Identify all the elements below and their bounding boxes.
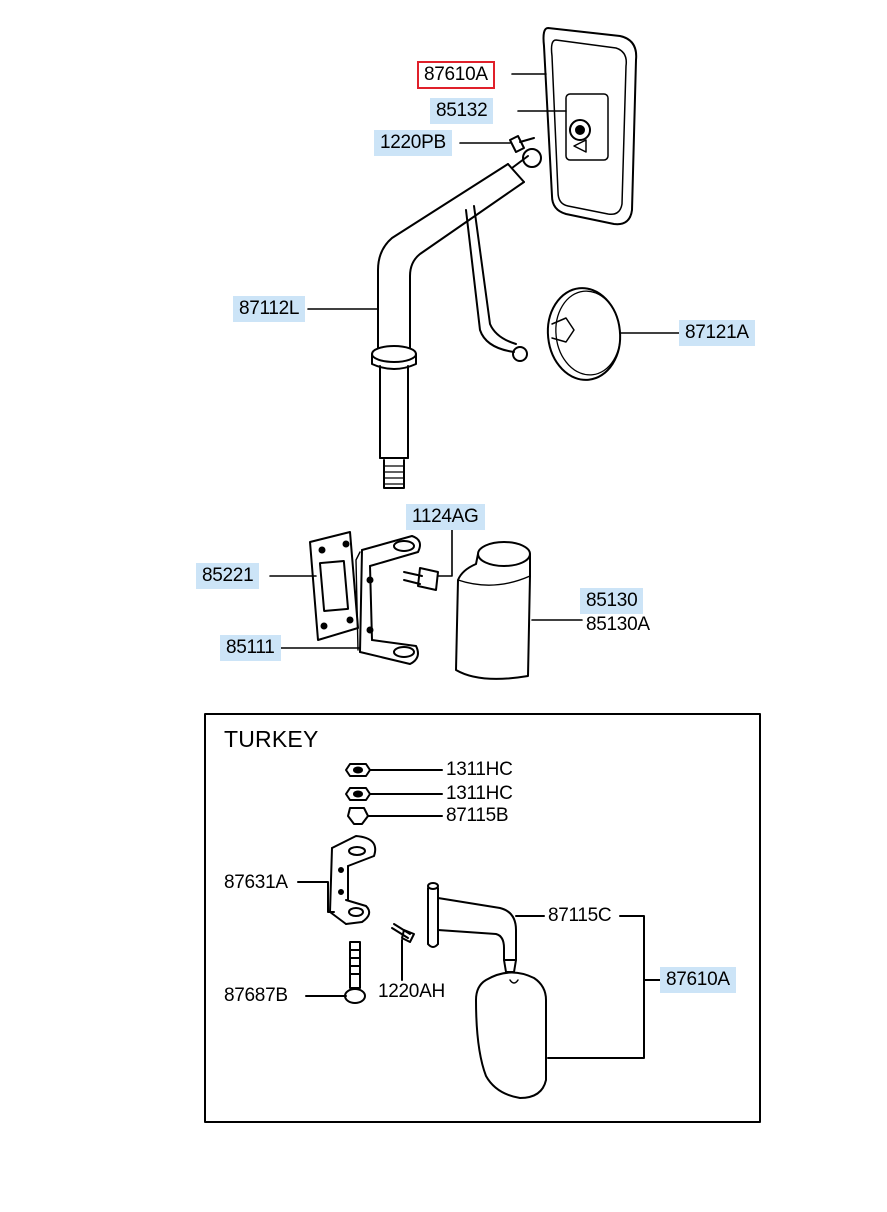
part-label-87115B[interactable]: 87115B <box>446 805 509 826</box>
part-label-87610A-top[interactable]: 87610A <box>417 61 495 89</box>
panel-title: TURKEY <box>224 726 319 752</box>
part-label-1124AG[interactable]: 1124AG <box>406 504 485 530</box>
cover-85130-drawing <box>455 541 531 680</box>
part-label-85111[interactable]: 85111 <box>220 635 281 661</box>
round-mirror-drawing <box>546 287 622 381</box>
part-label-87687B[interactable]: 87687B <box>224 985 288 1006</box>
bolt-1124AG-drawing <box>403 567 439 591</box>
part-label-1311HC-2[interactable]: 1311HC <box>446 783 513 804</box>
mirror-head-drawing <box>542 27 638 226</box>
bracket-85111-drawing <box>355 535 421 665</box>
part-label-1220PB[interactable]: 1220PB <box>374 130 452 156</box>
turkey-panel-frame <box>204 713 761 1123</box>
part-label-87610A-bottom[interactable]: 87610A <box>660 967 736 993</box>
part-label-87112L[interactable]: 87112L <box>233 296 306 322</box>
turkey-parts-drawing <box>329 763 547 1099</box>
leader-lines-panel <box>297 769 661 1059</box>
bolt-1220PB-drawing <box>509 135 535 153</box>
part-label-85130A[interactable]: 85130A <box>586 614 650 635</box>
part-label-1311HC-1[interactable]: 1311HC <box>446 759 513 780</box>
leader-lines-upper <box>269 73 681 649</box>
mirror-arm-drawing <box>371 148 542 489</box>
part-label-87115C[interactable]: 87115C <box>548 905 612 926</box>
part-label-1220AH[interactable]: 1220AH <box>378 981 445 1002</box>
part-label-85132[interactable]: 85132 <box>430 98 494 124</box>
part-label-87631A[interactable]: 87631A <box>224 872 288 893</box>
part-label-87121A[interactable]: 87121A <box>679 320 755 346</box>
part-label-85130[interactable]: 85130 <box>580 588 644 614</box>
plate-85221-drawing <box>309 531 359 641</box>
part-label-85221[interactable]: 85221 <box>196 563 260 589</box>
